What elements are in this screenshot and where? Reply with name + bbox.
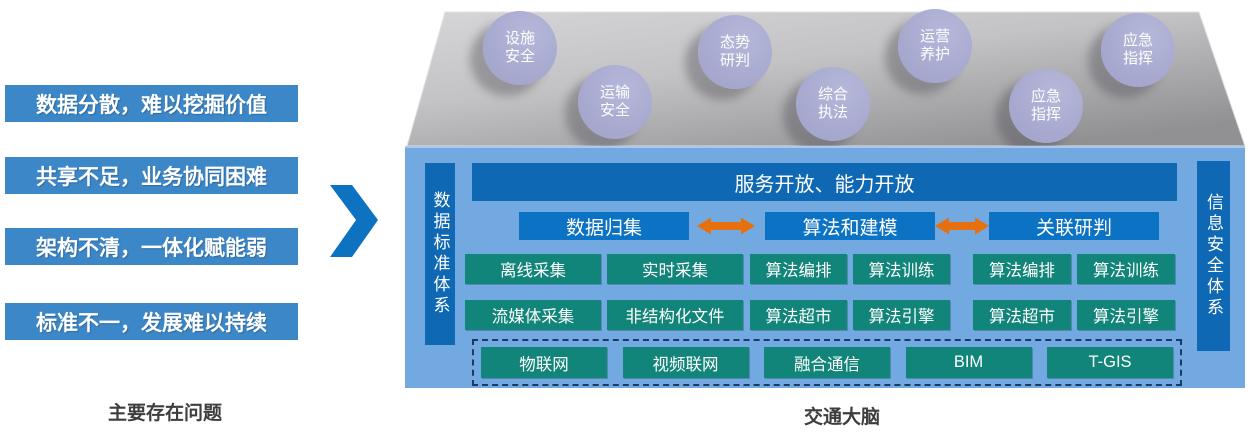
double-arrow-icon-2 xyxy=(935,217,989,235)
column-correlation-analysis: 关联研判 算法编排 算法训练 算法超市 算法引擎 xyxy=(973,212,1175,330)
column-algorithm-modeling: 算法和建模 算法编排 算法训练 算法超市 算法引擎 xyxy=(750,212,950,330)
capability-algorithm-training-1: 算法训练 xyxy=(853,254,950,284)
column-data-aggregation: 数据归集 离线采集 实时采集 流媒体采集 非结构化文件 xyxy=(465,212,743,330)
column-header-correlation-analysis: 关联研判 xyxy=(989,212,1159,240)
column-header-algorithm-modeling: 算法和建模 xyxy=(765,212,935,240)
base-video-network: 视频联网 xyxy=(622,347,749,378)
capability-streaming-collection: 流媒体采集 xyxy=(465,300,601,330)
capability-algorithm-orchestration-2: 算法编排 xyxy=(973,254,1071,284)
service-openness-bar: 服务开放、能力开放 xyxy=(472,163,1177,201)
capability-realtime-collection: 实时采集 xyxy=(607,254,743,284)
capability-algorithm-engine-1: 算法引擎 xyxy=(853,300,950,330)
data-standard-rail: 数据标准体系 xyxy=(425,163,455,345)
bubble-law-enforcement: 综合 执法 xyxy=(796,67,870,141)
info-security-rail: 信息安全体系 xyxy=(1197,161,1230,351)
bubble-operation-maintenance: 运营 养护 xyxy=(898,9,972,83)
bubble-situation-analysis: 态势 研判 xyxy=(698,15,772,89)
base-iot: 物联网 xyxy=(481,347,607,378)
capability-algorithm-engine-2: 算法引擎 xyxy=(1077,300,1175,330)
problem-bar-4: 标准不一，发展难以持续 xyxy=(5,303,298,340)
double-arrow-icon-1 xyxy=(697,217,755,235)
base-bim: BIM xyxy=(905,347,1032,378)
bubble-facility-safety: 设施 安全 xyxy=(483,11,557,85)
problem-bar-1: 数据分散，难以挖掘价值 xyxy=(5,85,298,122)
problem-bar-2: 共享不足，业务协同困难 xyxy=(5,157,298,194)
capability-algorithm-market-1: 算法超市 xyxy=(750,300,847,330)
capability-algorithm-training-2: 算法训练 xyxy=(1077,254,1175,284)
column-header-data-aggregation: 数据归集 xyxy=(519,212,689,240)
bubble-emergency-command-2: 应急 指挥 xyxy=(1101,13,1175,87)
capability-algorithm-orchestration-1: 算法编排 xyxy=(750,254,847,284)
capability-unstructured-files: 非结构化文件 xyxy=(607,300,743,330)
capability-offline-collection: 离线采集 xyxy=(465,254,601,284)
bubble-transport-safety: 运输 安全 xyxy=(578,65,652,139)
problem-bar-3: 架构不清，一体化赋能弱 xyxy=(5,228,298,265)
brain-caption: 交通大脑 xyxy=(803,407,881,428)
left-panel-caption: 主要存在问题 xyxy=(107,403,223,424)
infrastructure-strip: 物联网 视频联网 融合通信 BIM T-GIS xyxy=(472,339,1182,386)
base-converged-comm: 融合通信 xyxy=(764,347,890,378)
chevron-right-icon xyxy=(330,185,378,257)
base-t-gis: T-GIS xyxy=(1047,347,1173,378)
capability-algorithm-market-2: 算法超市 xyxy=(973,300,1071,330)
bubble-emergency-command-1: 应急 指挥 xyxy=(1009,69,1083,143)
